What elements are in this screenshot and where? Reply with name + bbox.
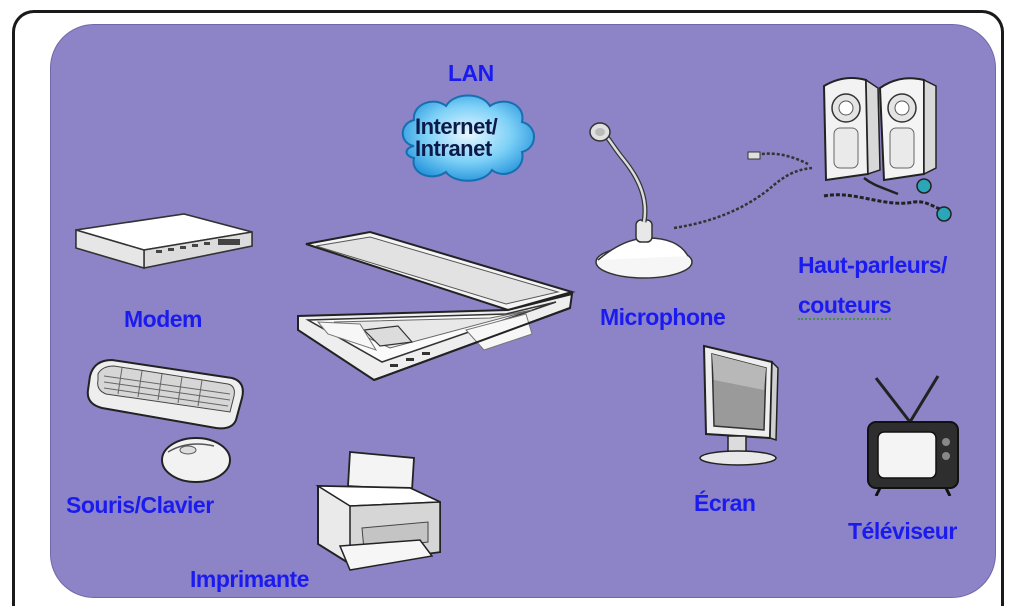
modem-icon [70, 208, 256, 288]
printer-icon [310, 446, 446, 572]
speakers-label-line1: Haut-parleurs/ [798, 252, 947, 278]
cloud-text-line2: Intranet [415, 136, 492, 161]
speakers-label-line2: couteurs [798, 292, 892, 320]
microphone-label: Microphone [600, 304, 726, 330]
monitor-icon [690, 340, 786, 470]
keyboard-icon [82, 350, 250, 432]
cloud-icon [396, 88, 540, 186]
printer-label: Imprimante [190, 566, 309, 592]
tv-label: Téléviseur [848, 518, 957, 544]
cloud-text-line1: Internet/ [415, 114, 498, 139]
modem-label: Modem [124, 306, 203, 332]
screen-label: Écran [694, 490, 756, 516]
lan-label: LAN [448, 60, 494, 86]
tv-icon [862, 372, 962, 496]
microphone-icon [584, 120, 694, 284]
speakers-icon [804, 70, 968, 230]
mic-cable [672, 150, 842, 240]
mouse-keyboard-label: Souris/Clavier [66, 492, 214, 518]
mouse-icon [158, 434, 234, 488]
laptop-icon [294, 230, 580, 388]
outer-frame [12, 10, 1004, 606]
